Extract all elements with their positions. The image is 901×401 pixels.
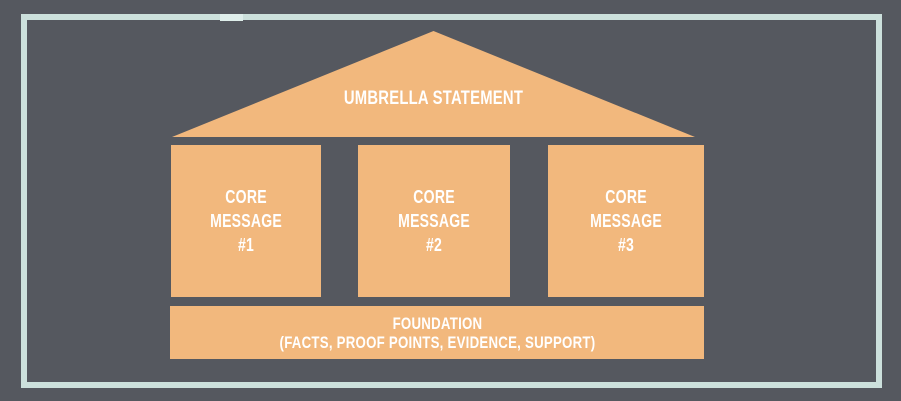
slide-frame-border — [21, 14, 882, 388]
foundation-label: FOUNDATION (FACTS, PROOF POINTS, EVIDENC… — [279, 313, 595, 352]
core-message-1-box[interactable]: CORE MESSAGE #1 — [171, 145, 321, 297]
umbrella-statement-label: UMBRELLA STATEMENT — [343, 88, 524, 109]
core-message-1-label: CORE MESSAGE #1 — [210, 187, 282, 255]
frame-highlight-segment — [220, 14, 243, 21]
foundation-bar[interactable]: FOUNDATION (FACTS, PROOF POINTS, EVIDENC… — [170, 306, 704, 359]
core-message-3-box[interactable]: CORE MESSAGE #3 — [548, 145, 704, 297]
core-message-2-label: CORE MESSAGE #2 — [398, 187, 470, 255]
core-message-3-label: CORE MESSAGE #3 — [590, 187, 662, 255]
core-message-2-box[interactable]: CORE MESSAGE #2 — [358, 145, 510, 297]
